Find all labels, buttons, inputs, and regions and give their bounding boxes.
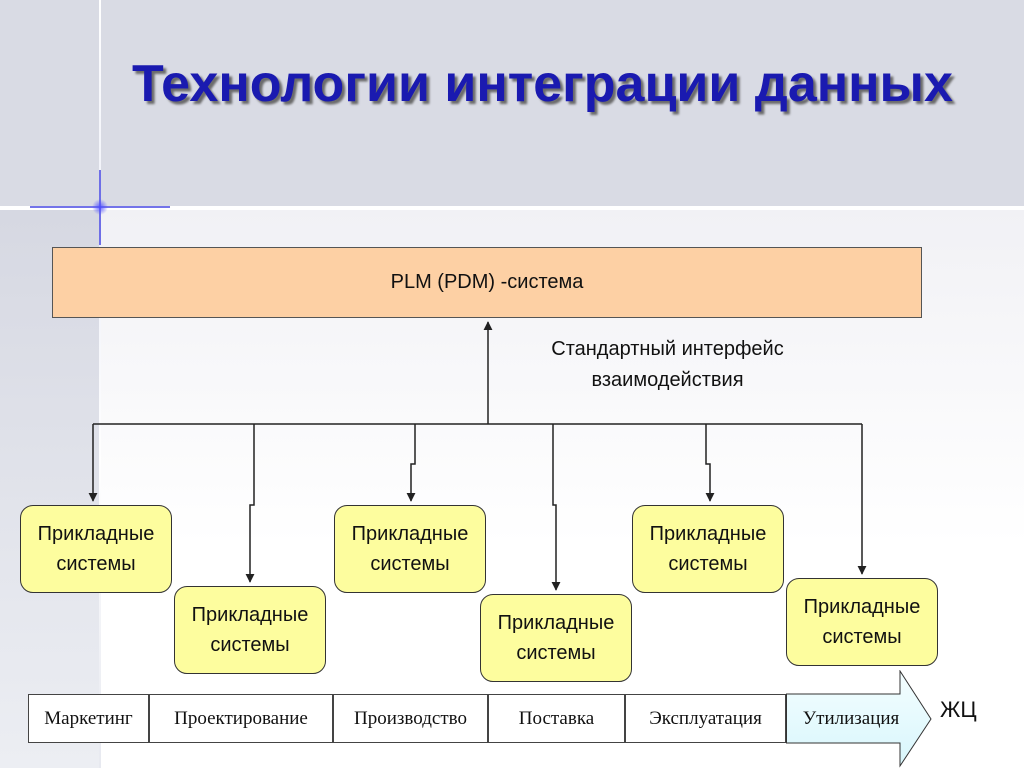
- system-label-line1: Прикладные: [191, 604, 309, 626]
- system-label-line2: системы: [668, 553, 748, 575]
- lifecycle-stage-label: Производство: [354, 707, 467, 729]
- lifecycle-stage-operation: Эксплуатация: [625, 694, 786, 743]
- lifecycle-stage-label: Проектирование: [174, 707, 308, 729]
- applied-system-box-5: Прикладные системы: [632, 505, 784, 593]
- branch-2: [245, 424, 255, 583]
- page-title: Технологии интеграции данных: [132, 55, 953, 113]
- plm-system-label: PLM (PDM) -система: [390, 271, 584, 293]
- applied-system-box-4: Прикладные системы: [480, 594, 632, 682]
- lifecycle-stage-label: Утилизация: [802, 707, 900, 729]
- system-label-line2: системы: [822, 626, 902, 648]
- lifecycle-stage-production: Производство: [333, 694, 488, 743]
- system-label-line1: Прикладные: [497, 612, 615, 634]
- interface-label: Стандартный интерфейс взаимодействия: [500, 334, 835, 396]
- lifecycle-stage-label: Эксплуатация: [649, 707, 762, 729]
- branch-3: [406, 424, 416, 502]
- system-label-line2: системы: [516, 642, 596, 664]
- system-label-line1: Прикладные: [649, 523, 767, 545]
- system-label-line1: Прикладные: [351, 523, 469, 545]
- interface-label-line1: Стандартный интерфейс: [551, 338, 784, 360]
- applied-system-box-3: Прикладные системы: [334, 505, 486, 593]
- system-label-line1: Прикладные: [37, 523, 155, 545]
- sparkle-decoration: [30, 170, 170, 245]
- system-label-line2: системы: [370, 553, 450, 575]
- plm-system-box: PLM (PDM) -система: [52, 247, 922, 318]
- lifecycle-stage-label: Поставка: [518, 707, 595, 729]
- interface-label-line2: взаимодействия: [591, 369, 744, 391]
- lifecycle-stage-marketing: Маркетинг: [28, 694, 149, 743]
- lifecycle-stage-disposal: Утилизация: [786, 694, 916, 743]
- system-label-line1: Прикладные: [803, 596, 921, 618]
- lifecycle-label: ЖЦ: [940, 697, 977, 722]
- title-band: [0, 0, 1024, 206]
- branch-4: [551, 424, 561, 591]
- lifecycle-arrow-shape: [786, 670, 932, 768]
- lifecycle-stage-label: Маркетинг: [44, 707, 133, 729]
- applied-system-box-1: Прикладные системы: [20, 505, 172, 593]
- lifecycle-stage-delivery: Поставка: [488, 694, 625, 743]
- band-separator: [0, 206, 1024, 209]
- system-label-line2: системы: [56, 553, 136, 575]
- applied-system-box-6: Прикладные системы: [786, 578, 938, 666]
- system-label-line2: системы: [210, 634, 290, 656]
- vertical-accent-line: [99, 0, 101, 768]
- applied-system-box-2: Прикладные системы: [174, 586, 326, 674]
- branch-5: [705, 424, 715, 502]
- lifecycle-stage-design: Проектирование: [149, 694, 333, 743]
